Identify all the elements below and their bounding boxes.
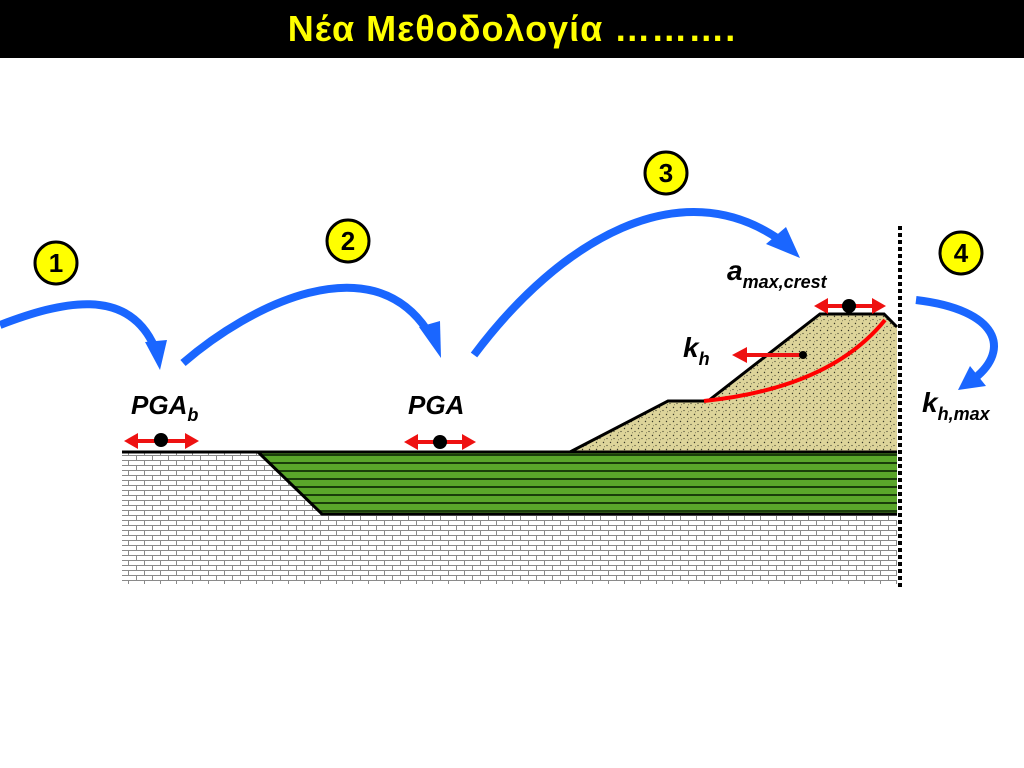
pga-motion-arrow <box>404 434 476 450</box>
pga-label: PGA <box>408 390 464 420</box>
motion-arrows <box>124 298 886 450</box>
flow-arrow-4 <box>915 296 998 390</box>
ground-outline <box>122 450 897 516</box>
kh-arrow <box>732 347 807 363</box>
failure-surface <box>703 318 887 403</box>
kh-max-label: kh,max <box>922 387 991 424</box>
pga-b-label: PGAb <box>131 390 198 425</box>
flow-arrow-3 <box>470 208 800 358</box>
flow-arrow-1 <box>0 300 167 370</box>
bedrock-layer <box>122 452 897 584</box>
page-title: Νέα Μεθοδολογία ………. <box>287 8 737 49</box>
flow-arrow-2 <box>180 283 441 367</box>
step-marker-2: 2 <box>325 218 371 264</box>
step-marker-1: 1 <box>33 240 79 286</box>
pga-b-motion-arrow <box>124 433 199 449</box>
svg-text:1: 1 <box>49 248 63 278</box>
step-marker-4: 4 <box>938 230 984 276</box>
methodology-diagram: PGAb PGA amax,crest kh kh,max 1 2 3 4 <box>0 150 998 588</box>
svg-text:3: 3 <box>659 158 673 188</box>
flow-arrows <box>0 208 998 390</box>
ground-profile <box>122 226 902 588</box>
crest-motion-arrow <box>814 298 886 314</box>
a-max-crest-label: amax,crest <box>727 255 828 292</box>
svg-text:2: 2 <box>341 226 355 256</box>
svg-text:4: 4 <box>954 238 969 268</box>
embankment-outline <box>569 312 899 454</box>
kh-label: kh <box>683 332 710 369</box>
title-bar: Νέα Μεθοδολογία ………. <box>0 0 1024 58</box>
soft-soil-layer <box>258 452 897 514</box>
step-marker-3: 3 <box>643 150 689 196</box>
